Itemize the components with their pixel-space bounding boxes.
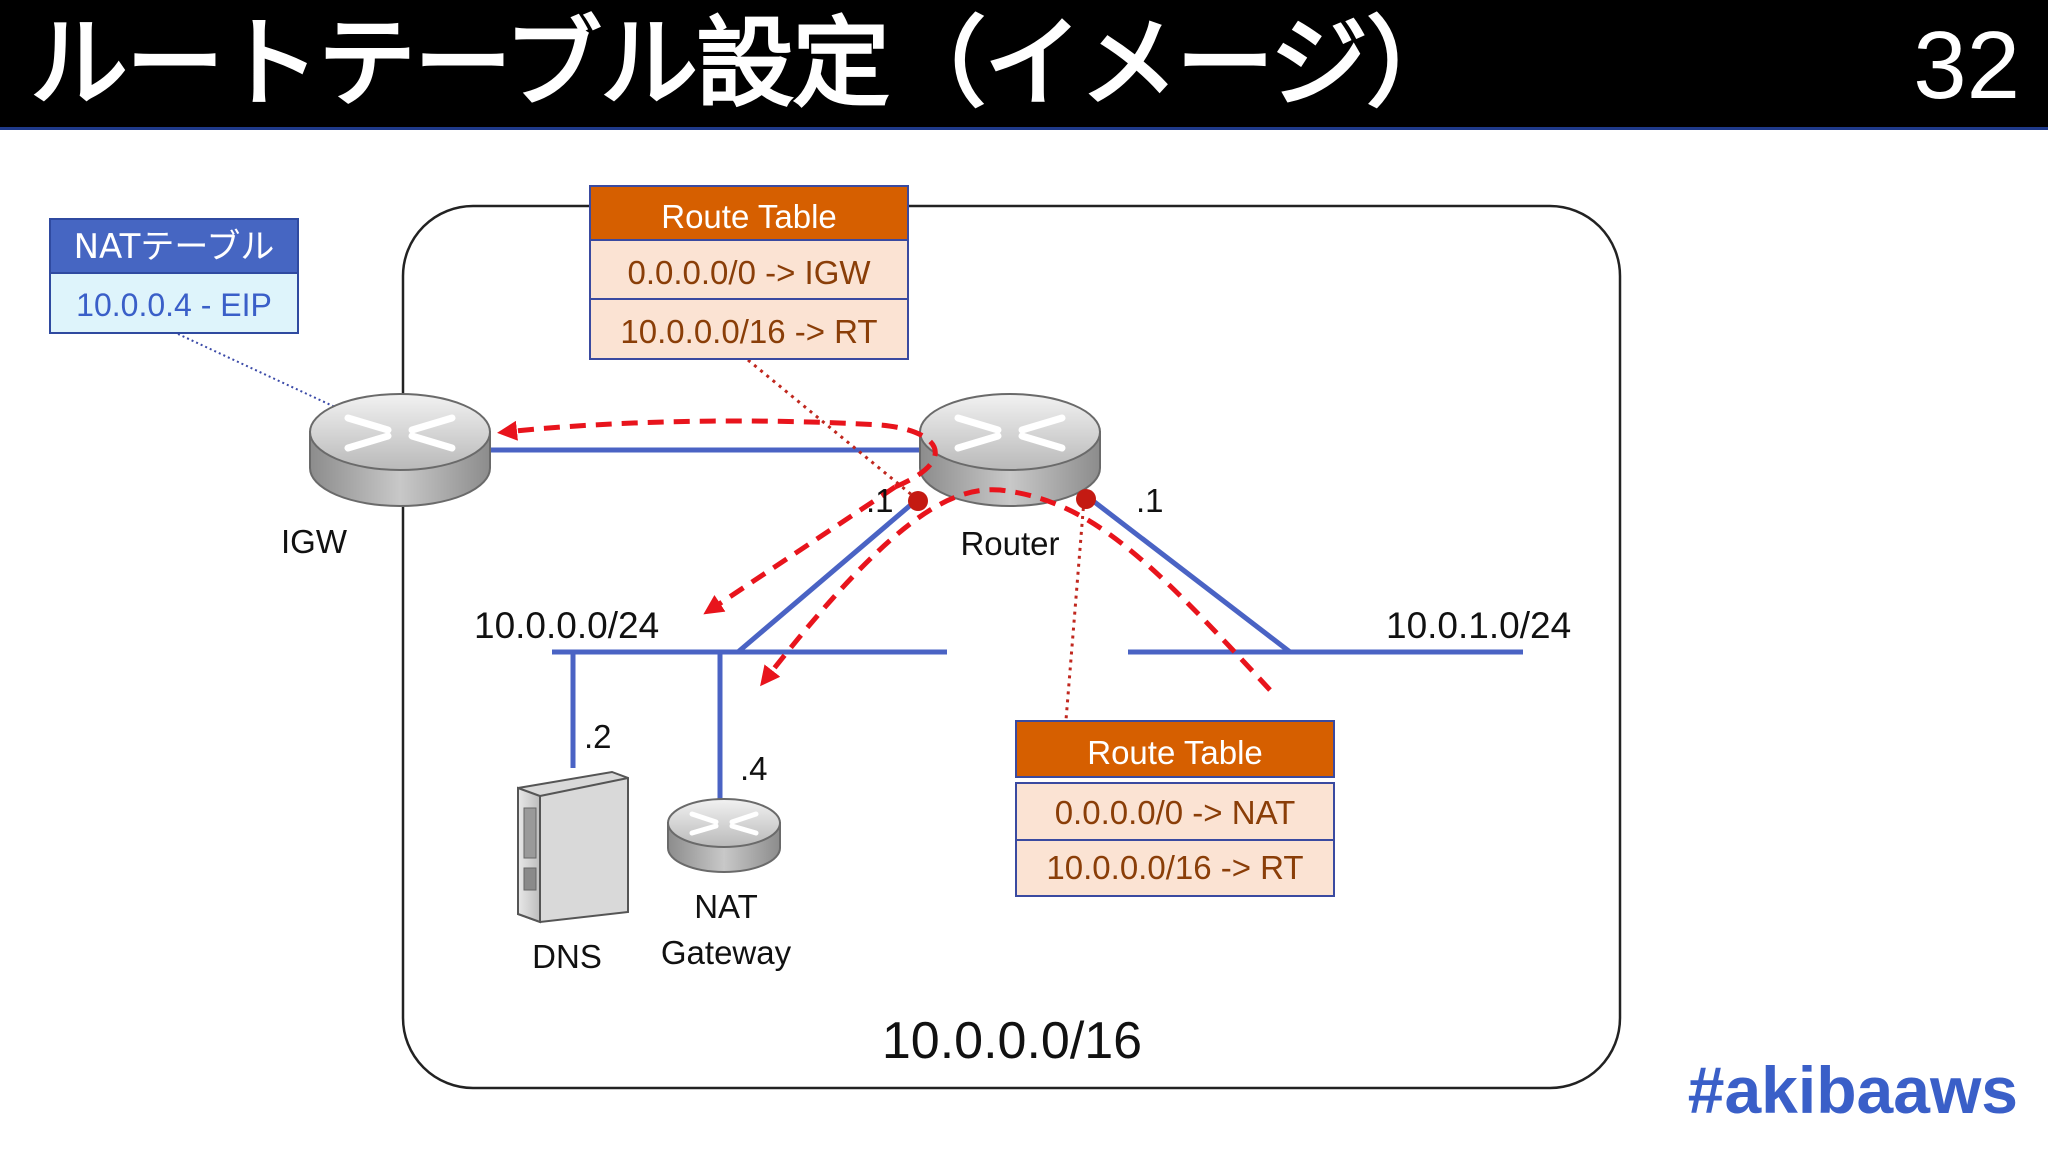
dns-server-icon [517,770,629,924]
subnet-right-label: 10.0.1.0/24 [1386,605,1571,646]
route-table-top: Route Table 0.0.0.0/0 -> IGW 10.0.0.0/16… [589,185,909,360]
title-bar: ルートテーブル設定（イメージ） 32 [0,0,2048,130]
router-left-if-label: .1 [866,482,894,519]
traffic-flows [497,418,1272,692]
network-links [490,447,1523,800]
route-bottom-callout [1064,499,1086,721]
route-table-bottom-row-1: 0.0.0.0/0 -> NAT [1055,794,1296,831]
hashtag: #akibaaws [1687,1053,2018,1127]
route-top-callout [747,358,919,502]
router-left-interface-dot [908,491,928,511]
nat-table: NATテーブル 10.0.0.4 - EIP [49,218,299,334]
nat-label-line2: Gateway [661,934,792,971]
slide-title: ルートテーブル設定（イメージ） [30,7,1464,121]
router-icon [919,393,1101,507]
route-table-top-row-1: 0.0.0.0/0 -> IGW [627,254,871,291]
dns-ip-label: .2 [584,718,612,755]
nat-gateway-icon [667,798,781,873]
route-table-top-row-2: 10.0.0.0/16 -> RT [620,313,877,350]
router-left-link [736,495,922,654]
router-right-if-label: .1 [1136,482,1164,519]
vpc-cidr-label: 10.0.0.0/16 [882,1012,1142,1070]
subnet-left-label: 10.0.0.0/24 [474,605,659,646]
router-right-interface-dot [1076,489,1096,509]
nat-table-header: NATテーブル [74,227,275,267]
router-right-link [1086,495,1292,654]
nat-label-line1: NAT [694,888,758,925]
flow-to-nat [760,487,1272,692]
page-number: 32 [1913,12,2020,119]
route-table-bottom-header: Route Table [1087,734,1263,771]
vpc-boundary [401,204,1622,1090]
dns-label: DNS [532,938,602,975]
nat-ip-label: .4 [740,750,768,787]
route-table-bottom: Route Table 0.0.0.0/0 -> NAT 10.0.0.0/16… [1015,720,1335,897]
igw-label: IGW [281,523,348,560]
route-table-top-header: Route Table [661,198,837,235]
flow-to-igw [497,418,938,490]
nat-table-row: 10.0.0.4 - EIP [76,287,272,323]
igw-router-icon [309,393,491,507]
nat-table-callout [177,333,336,408]
router-label: Router [960,525,1059,562]
flow-to-dns-subnet [703,484,897,615]
route-table-bottom-row-2: 10.0.0.0/16 -> RT [1046,849,1303,886]
